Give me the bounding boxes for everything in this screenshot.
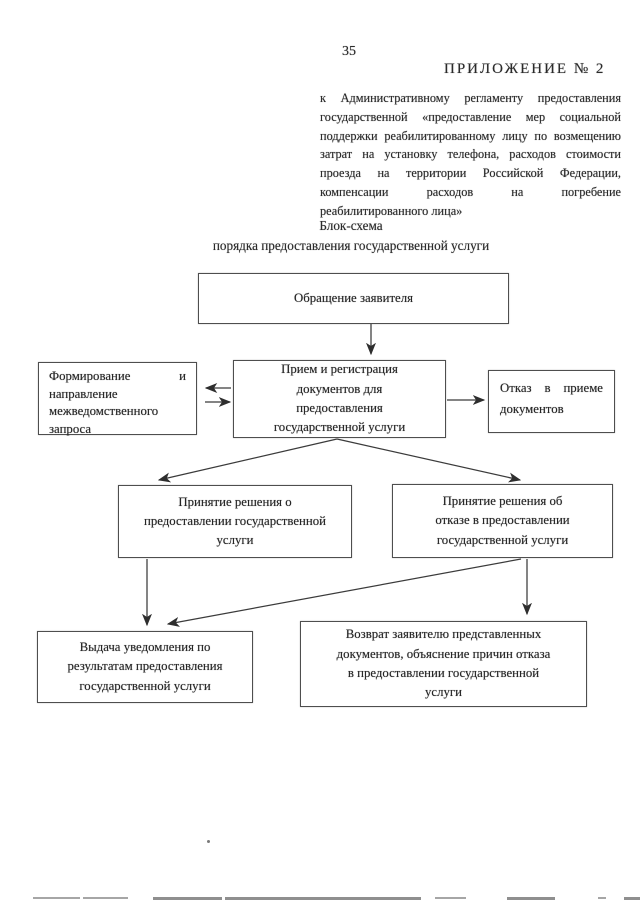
node-text-line: государственной услуги — [273, 420, 406, 435]
diagram-title-line1: Блок-схема — [319, 218, 383, 233]
regulation-preamble: к Административному регламенту предостав… — [320, 91, 621, 218]
scan-artifact-line — [33, 897, 80, 899]
scan-artifact-line — [507, 897, 555, 900]
node-text-line: предоставлении государственной — [144, 513, 326, 528]
scan-artifact-line — [435, 897, 466, 899]
scan-artifact-dot — [207, 840, 210, 843]
node-issue-notification: Выдача уведомления по результатам предос… — [37, 631, 253, 703]
node-text-line: государственной услуги — [79, 678, 211, 693]
node-text-line: Принятие решения о — [178, 494, 292, 509]
scan-artifact-line — [153, 897, 222, 900]
node-decision-refuse: Принятие решения об отказе в предоставле… — [392, 484, 613, 558]
node-text-line: Формирование и — [49, 369, 186, 383]
node-text-line: запроса — [49, 421, 92, 436]
diagram-title: Блок-схема порядка предоставления госуда… — [190, 216, 512, 255]
node-text-line: Возврат заявителю представленных — [345, 627, 542, 642]
node-text-line: Обращение заявителя — [294, 290, 413, 305]
node-text-line: документов — [500, 402, 564, 416]
node-reception-registration: Прием и регистрация документов для предо… — [233, 360, 446, 438]
node-text-line: Отказ в приеме — [500, 381, 603, 395]
node-text-line: документов, объяснение причин отказа — [336, 646, 551, 661]
appendix-heading: ПРИЛОЖЕНИЕ № 2 — [444, 61, 606, 77]
node-text-line: результатам предоставления — [67, 659, 223, 674]
node-text-line: отказе в предоставлении — [435, 513, 570, 528]
node-text-line: направление — [49, 386, 118, 401]
node-text-line: услуги — [216, 533, 254, 548]
node-text-line: Прием и регистрация — [281, 362, 398, 377]
node-interagency-request: Формирование и направление межведомствен… — [38, 362, 197, 436]
node-text-line: межведомственного — [49, 404, 159, 419]
arrow-reception-to-grant — [157, 438, 338, 483]
node-decision-grant: Принятие решения о предоставлении госуда… — [118, 485, 352, 558]
node-text-line: в предоставлении государственной — [347, 666, 540, 680]
node-refusal-to-accept: Отказ в приеме документов — [488, 370, 615, 433]
scan-artifact-line — [624, 897, 640, 900]
page-number: 35 — [342, 44, 356, 59]
scan-artifact-line — [83, 897, 128, 899]
node-text-line: услуги — [425, 685, 462, 700]
node-text-line: предоставления — [296, 401, 383, 415]
arrow-refuse-to-notice — [166, 558, 522, 627]
node-applicant-request: Обращение заявителя — [198, 273, 509, 324]
node-text-line: Выдача уведомления по — [79, 640, 211, 655]
scan-artifact-line — [225, 897, 421, 900]
arrow-reception-to-refuse — [336, 438, 522, 483]
node-text-line: государственной услуги — [436, 532, 569, 547]
node-text-line: документов для — [296, 381, 383, 396]
node-text-line: Принятие решения об — [442, 494, 563, 509]
scan-artifact-line — [598, 897, 606, 899]
node-return-documents: Возврат заявителю представленных докумен… — [300, 621, 587, 707]
diagram-title-line2: порядка предоставления государственной у… — [212, 237, 490, 253]
